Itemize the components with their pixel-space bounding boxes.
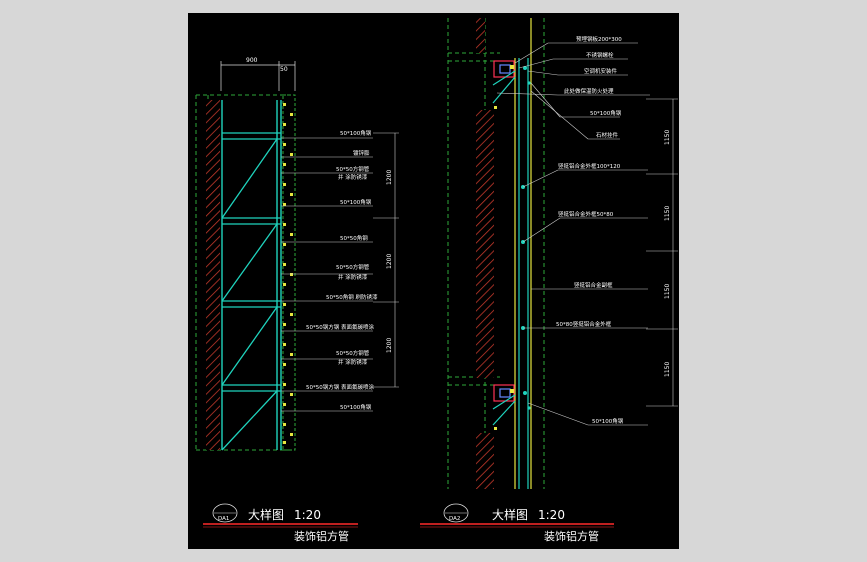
left-dim-1200-b: 1200 bbox=[386, 254, 393, 269]
right-wall-hatch-bottom bbox=[476, 433, 494, 489]
right-annotation-1: 预埋钢板200*300 bbox=[576, 35, 622, 43]
left-marker-number: DA1 bbox=[218, 516, 229, 522]
left-annotation-4: 并 涂防锈漆 bbox=[338, 173, 368, 181]
left-wall-hatch bbox=[206, 100, 220, 450]
left-detail: 900 50 bbox=[195, 57, 399, 543]
right-annotation-2: 不锈钢螺栓 bbox=[586, 51, 614, 59]
right-wall-hatch-top bbox=[476, 18, 485, 53]
left-vertical-posts bbox=[221, 100, 282, 450]
right-wall-hatch-main bbox=[476, 110, 494, 378]
left-dim-chain bbox=[373, 132, 399, 388]
left-title: 大样图 bbox=[248, 507, 284, 522]
right-title: 大样图 bbox=[492, 507, 528, 522]
left-annotation-10: 50*50钢方钢 表面氟碳喷涂 bbox=[306, 323, 374, 331]
left-annotation-2: 镀锌膨 bbox=[353, 149, 370, 157]
left-cladding-strip bbox=[282, 94, 296, 451]
right-detail: 1150 1150 1150 1150 预埋钢板200*300 不锈钢螺栓 空调… bbox=[420, 18, 678, 543]
right-annotation-3: 空调机安装件 bbox=[584, 67, 618, 75]
right-dim-1150-c: 1150 bbox=[664, 284, 671, 299]
right-leader-lines bbox=[496, 42, 650, 426]
left-annotation-1: 50*100角钢 bbox=[340, 129, 372, 137]
right-annotation-9: 竖挺铝合金副框 bbox=[574, 281, 613, 289]
left-annotation-7: 50*50方钢管 bbox=[336, 263, 370, 271]
right-annotation-8: 竖挺铝合金外框50*80 bbox=[558, 210, 614, 218]
right-detail-marker bbox=[443, 503, 469, 523]
left-annotation-13: 50*50钢方钢 表面氟碳喷涂 bbox=[306, 383, 374, 391]
left-dim-1200-c: 1200 bbox=[386, 338, 393, 353]
right-marker-number: DA2 bbox=[449, 516, 460, 522]
left-dim-1200-a: 1200 bbox=[386, 170, 393, 185]
right-annotation-11: 50*100角钢 bbox=[592, 417, 624, 425]
left-leader-lines bbox=[281, 137, 373, 412]
right-annotation-7: 竖挺铝合金外框100*120 bbox=[558, 162, 621, 170]
right-dim-1150-d: 1150 bbox=[664, 362, 671, 377]
left-dim-900: 900 bbox=[246, 57, 258, 64]
right-bolt-marks bbox=[494, 65, 514, 430]
left-title-block: DA1 大样图 1:20 装饰铝方管 bbox=[203, 503, 358, 543]
right-annotation-5: 50*100角钢 bbox=[590, 109, 622, 117]
left-annotation-8: 并 涂防锈漆 bbox=[338, 273, 368, 281]
right-annotation-6: 石材挂件 bbox=[596, 131, 619, 139]
right-scale: 1:20 bbox=[538, 508, 565, 522]
cad-drawing-canvas: 900 50 bbox=[188, 13, 679, 549]
right-title-block: DA2 大样图 1:20 装饰铝方管 bbox=[420, 503, 614, 543]
left-detail-marker bbox=[212, 503, 238, 523]
right-mullions bbox=[514, 18, 532, 489]
left-annotation-6: 50*50角钢 bbox=[340, 234, 368, 242]
right-dim-1150-a: 1150 bbox=[664, 130, 671, 145]
left-annotation-9: 50*50角钢 刷防锈漆 bbox=[326, 293, 378, 301]
right-dim-chain bbox=[646, 98, 678, 407]
left-dim-50: 50 bbox=[280, 66, 288, 73]
left-annotation-3: 50*50方钢管 bbox=[336, 165, 370, 173]
left-top-dimension bbox=[220, 61, 296, 91]
left-annotation-5: 50*100角钢 bbox=[340, 198, 372, 206]
right-annotation-4: 此处做保温防火处理 bbox=[564, 87, 614, 95]
right-annotation-10: 50*80竖挺铝合金外框 bbox=[556, 320, 612, 328]
left-bolt-dots bbox=[283, 103, 293, 444]
left-frame-members bbox=[221, 132, 281, 451]
left-scale: 1:20 bbox=[294, 508, 321, 522]
right-dim-1150-b: 1150 bbox=[664, 206, 671, 221]
right-wall-outline bbox=[447, 18, 545, 489]
left-subtitle: 装饰铝方管 bbox=[294, 529, 349, 543]
right-subtitle: 装饰铝方管 bbox=[544, 529, 599, 543]
left-annotation-11: 50*50方钢管 bbox=[336, 349, 370, 357]
left-annotation-12: 并 涂防锈漆 bbox=[338, 358, 368, 366]
left-annotation-14: 50*100角钢 bbox=[340, 403, 372, 411]
